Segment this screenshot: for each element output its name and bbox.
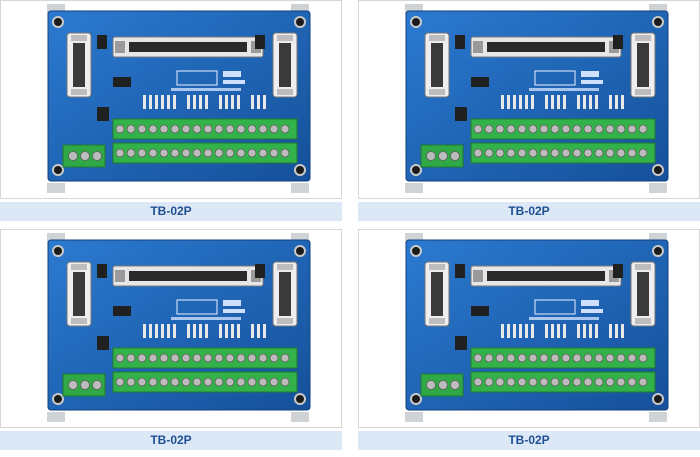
product-caption-3[interactable]: TB-02P	[0, 431, 342, 450]
product-caption-2[interactable]: TB-02P	[358, 202, 700, 221]
product-image-2[interactable]	[358, 0, 700, 199]
terminal-board-image	[404, 232, 669, 423]
product-image-1[interactable]	[0, 0, 342, 199]
terminal-board-image	[404, 3, 669, 194]
product-card-4[interactable]: TB-02P	[358, 229, 700, 450]
terminal-board-image	[46, 3, 311, 194]
product-card-1[interactable]: TB-02P	[0, 0, 342, 221]
product-image-4[interactable]	[358, 229, 700, 428]
product-card-2[interactable]: TB-02P	[358, 0, 700, 221]
terminal-board-image	[46, 232, 311, 423]
product-caption-4[interactable]: TB-02P	[358, 431, 700, 450]
product-card-3[interactable]: TB-02P	[0, 229, 342, 450]
product-caption-1[interactable]: TB-02P	[0, 202, 342, 221]
product-image-3[interactable]	[0, 229, 342, 428]
